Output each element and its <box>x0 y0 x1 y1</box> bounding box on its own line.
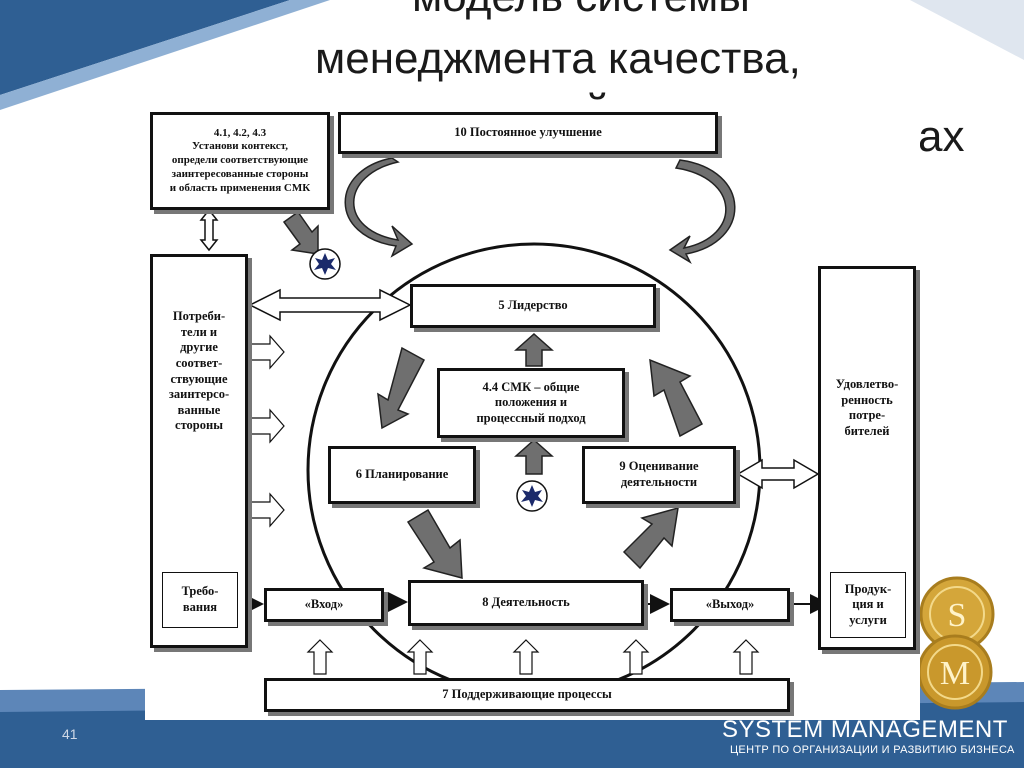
arrow-right-outline <box>249 334 285 370</box>
arrow-to-evaluation <box>622 506 679 570</box>
context-box: 4.1, 4.2, 4.3 Установи контекст, определ… <box>150 112 330 210</box>
arrow-to-process <box>282 210 319 255</box>
qms-box: 4.4 СМК – общие положения и процессный п… <box>437 368 625 438</box>
output-box: «Выход» <box>670 588 790 622</box>
improvement-box: 10 Постоянное улучшение <box>338 112 718 154</box>
planning-box: 6 Планирование <box>328 446 476 504</box>
brand-tagline: ЦЕНТР ПО ОРГАНИЗАЦИИ И РАЗВИТИЮ БИЗНЕСА <box>730 744 1015 756</box>
products-box: Продук- ция и услуги <box>830 572 906 638</box>
logo-letter-s: S <box>948 597 967 634</box>
double-arrow-satisfaction <box>736 458 820 490</box>
arrow-qms-to-leadership <box>514 332 554 367</box>
arrow-to-operation <box>406 508 463 579</box>
top-right-shade <box>910 0 1024 60</box>
arrow-to-qms <box>514 438 554 475</box>
slide-title-line-2: менеджмента качества, <box>315 34 801 83</box>
double-arrow-context <box>199 208 219 252</box>
leadership-box: 5 Лидерство <box>410 284 656 328</box>
arrow-to-leadership <box>649 358 704 438</box>
evaluation-box: 9 Оценивание деятельности <box>582 446 736 504</box>
double-arrow-leadership <box>248 288 412 322</box>
arrow-right-outline <box>249 408 285 444</box>
arrow-to-planning <box>377 346 426 430</box>
page-number: 41 <box>62 726 78 742</box>
brand-name: SYSTEM MANAGEMENT <box>722 716 1008 743</box>
logo-letter-m: M <box>940 655 970 692</box>
support-box: 7 Поддерживающие процессы <box>264 678 790 712</box>
requirements-box: Требо- вания <box>162 572 238 628</box>
input-box: «Вход» <box>264 588 384 622</box>
improvement-arrow-left <box>344 157 414 258</box>
improvement-arrow-right <box>668 159 736 264</box>
slide-title-fragment-right: ах <box>918 112 965 161</box>
operation-box: 8 Деятельность <box>408 580 644 626</box>
slide-title-line-1: модель системы <box>412 0 750 22</box>
arrow-right-outline <box>249 492 285 528</box>
top-left-light-band <box>0 0 330 110</box>
logo-coins: S M <box>917 576 995 710</box>
support-arrows <box>306 639 760 675</box>
